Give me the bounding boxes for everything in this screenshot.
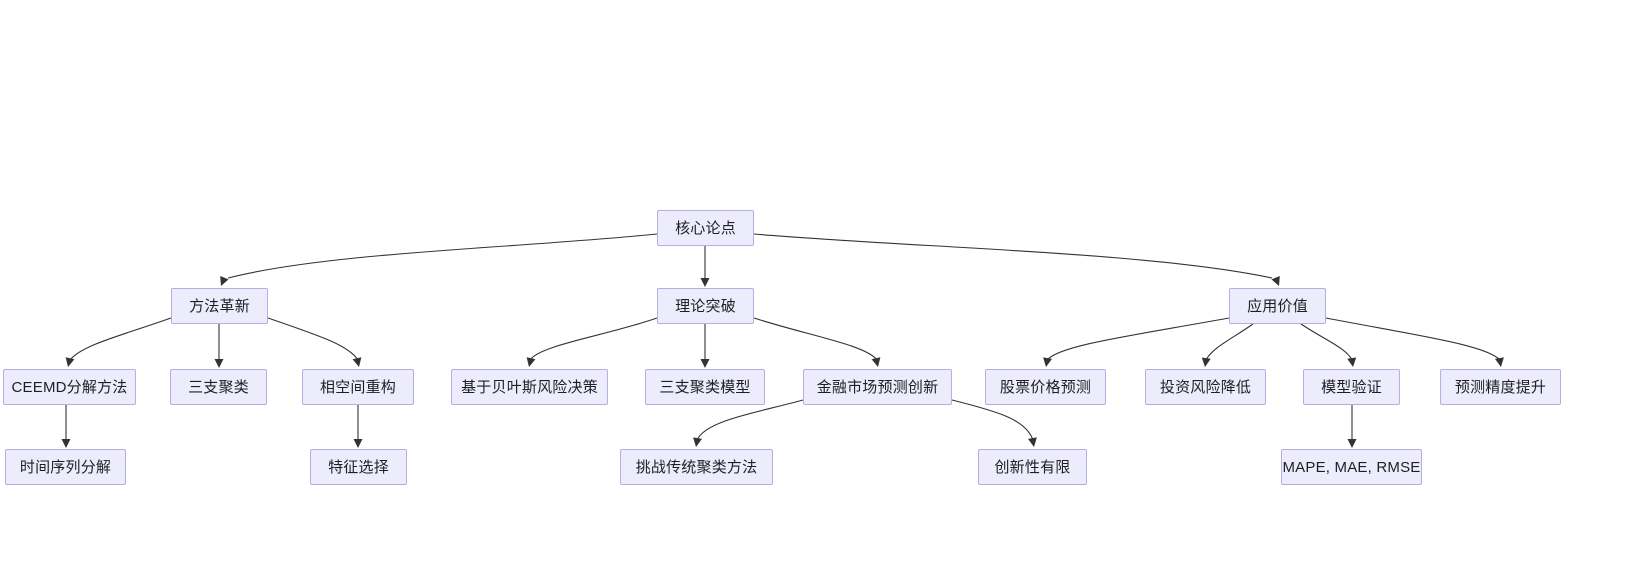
node-label: 基于贝叶斯风险决策 [461,378,598,396]
node-finance[interactable]: 金融市场预测创新 [803,369,952,405]
node-featsel[interactable]: 特征选择 [310,449,407,485]
node-label: 模型验证 [1321,378,1382,396]
node-label: MAPE, MAE, RMSE [1282,458,1421,476]
node-label: CEEMD分解方法 [11,378,128,396]
node-label: 三支聚类模型 [659,378,751,396]
node-ceemd[interactable]: CEEMD分解方法 [3,369,136,405]
node-limited[interactable]: 创新性有限 [978,449,1087,485]
node-label: 金融市场预测创新 [816,378,939,396]
node-label: 预测精度提升 [1454,378,1547,396]
node-tsdecomp[interactable]: 时间序列分解 [5,449,126,485]
node-stock[interactable]: 股票价格预测 [985,369,1106,405]
node-root[interactable]: 核心论点 [657,210,754,246]
node-label: 相空间重构 [319,378,396,396]
node-threewaymod[interactable]: 三支聚类模型 [645,369,765,405]
node-challenge[interactable]: 挑战传统聚类方法 [620,449,773,485]
node-label: 特征选择 [328,458,389,476]
node-method[interactable]: 方法革新 [171,288,268,324]
node-label: 股票价格预测 [999,378,1092,396]
node-label: 时间序列分解 [19,458,112,476]
node-accuracy[interactable]: 预测精度提升 [1440,369,1561,405]
node-threeway[interactable]: 三支聚类 [170,369,267,405]
node-label: 挑战传统聚类方法 [635,458,758,476]
node-theory[interactable]: 理论突破 [657,288,754,324]
node-bayes[interactable]: 基于贝叶斯风险决策 [451,369,608,405]
node-phase[interactable]: 相空间重构 [302,369,414,405]
node-metrics[interactable]: MAPE, MAE, RMSE [1281,449,1422,485]
node-label: 应用价值 [1247,297,1308,315]
node-label: 方法革新 [189,297,250,315]
node-label: 投资风险降低 [1159,378,1252,396]
node-label: 理论突破 [675,297,736,315]
node-risk[interactable]: 投资风险降低 [1145,369,1266,405]
node-label: 核心论点 [675,219,736,237]
node-label: 三支聚类 [188,378,249,396]
node-validate[interactable]: 模型验证 [1303,369,1400,405]
node-application[interactable]: 应用价值 [1229,288,1326,324]
node-label: 创新性有限 [994,458,1071,476]
